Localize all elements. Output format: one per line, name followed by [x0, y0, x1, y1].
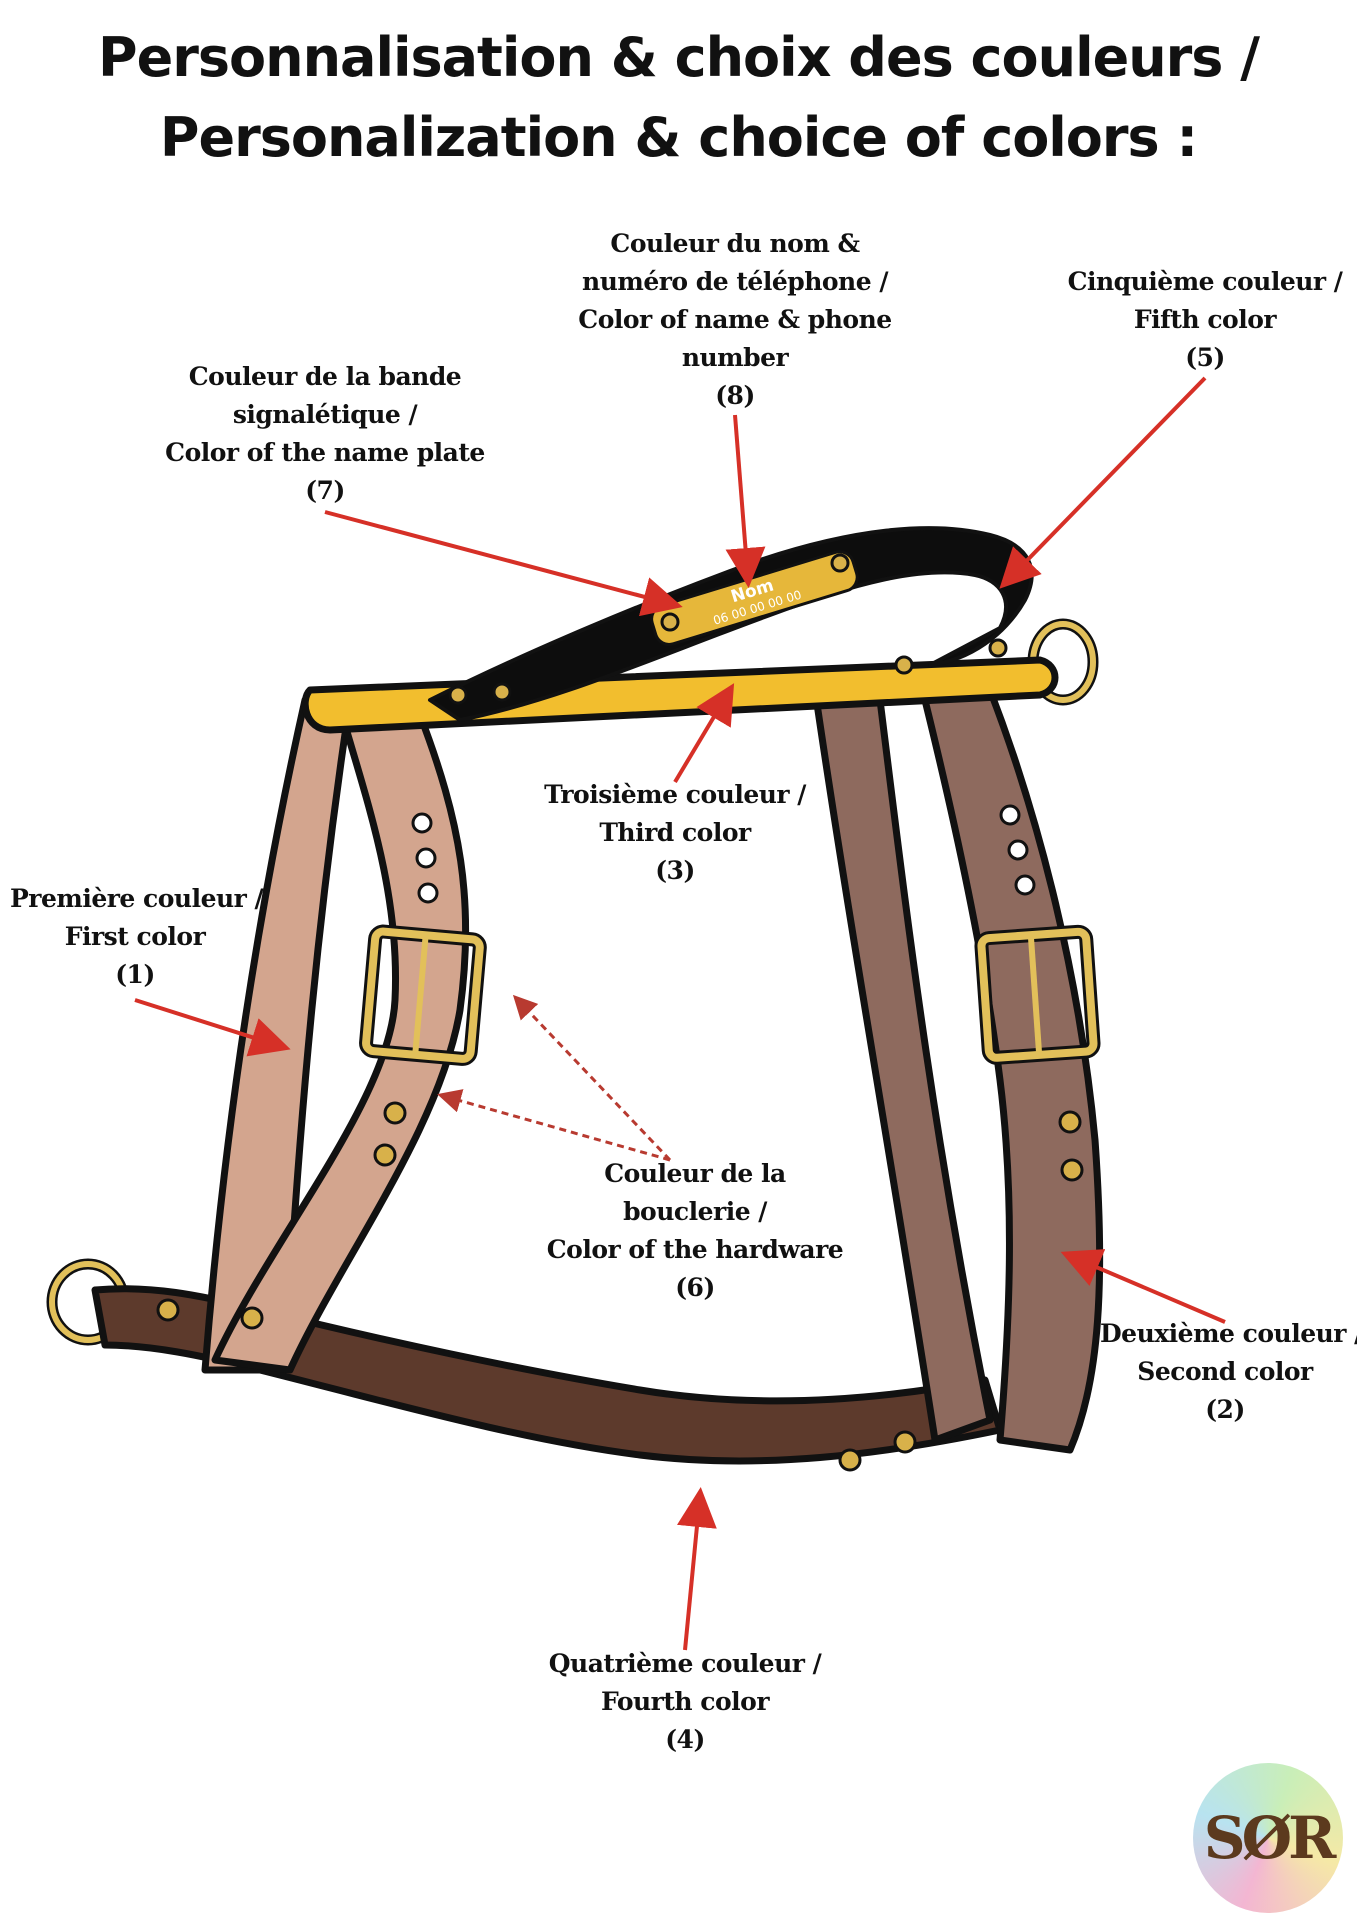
arrow-fifth	[999, 376, 1207, 589]
arrows	[134, 376, 1226, 1651]
title-line-1: Personnalisation & choix des couleurs /	[98, 26, 1260, 89]
label-eighth-number: (8)	[715, 381, 755, 410]
label-fifth-line1: Cinquième couleur /	[1067, 267, 1343, 296]
arrow-fourth	[677, 1487, 717, 1651]
label-eighth-line1: Couleur du nom &	[610, 229, 860, 258]
left-buckle-icon	[359, 924, 487, 1066]
logo-text: SØR	[1203, 1804, 1337, 1872]
arrow-eighth	[725, 414, 766, 588]
arrow-seventh	[324, 510, 683, 617]
label-third: Troisième couleur / Third color (3)	[535, 776, 815, 890]
label-eighth-line2: numéro de téléphone /	[582, 267, 888, 296]
label-fifth-number: (5)	[1185, 343, 1225, 372]
label-seventh-number: (7)	[305, 476, 345, 505]
arrow-first	[134, 998, 291, 1057]
label-second: Deuxième couleur / Second color (2)	[1100, 1315, 1357, 1429]
label-eighth-line4: number	[681, 343, 789, 372]
second-color-strap-back	[811, 686, 994, 1444]
label-first: Première couleur / First color (1)	[10, 880, 264, 994]
label-fourth-line2: Fourth color	[600, 1687, 770, 1716]
label-sixth-line1: Couleur de la	[604, 1159, 786, 1188]
title-line-2: Personalization & choice of colors :	[159, 106, 1198, 169]
label-eighth-line3: Color of name & phone	[578, 305, 892, 334]
right-buckle-icon	[974, 924, 1101, 1065]
dashed-arrows-hardware	[437, 994, 672, 1162]
label-sixth-line2: bouclerie /	[623, 1197, 767, 1226]
label-fourth: Quatrième couleur / Fourth color (4)	[540, 1645, 830, 1759]
label-first-line2: First color	[64, 922, 206, 951]
label-second-line2: Second color	[1137, 1357, 1313, 1386]
label-sixth: Couleur de la bouclerie / Color of the h…	[545, 1155, 845, 1307]
label-fourth-line1: Quatrième couleur /	[548, 1649, 822, 1678]
label-eighth: Couleur du nom & numéro de téléphone / C…	[570, 225, 900, 415]
label-second-line1: Deuxième couleur /	[1100, 1319, 1357, 1348]
label-third-line1: Troisième couleur /	[544, 780, 806, 809]
arrow-second	[1060, 1249, 1226, 1324]
label-fifth-line2: Fifth color	[1133, 305, 1277, 334]
label-seventh-line2: signalétique /	[232, 400, 418, 429]
arrow-sixth-a	[512, 994, 672, 1162]
strap-holes	[411, 804, 1036, 904]
label-fourth-number: (4)	[665, 1725, 705, 1754]
label-sixth-number: (6)	[675, 1273, 715, 1302]
label-third-line2: Third color	[599, 818, 751, 847]
label-first-number: (1)	[115, 960, 155, 989]
label-seventh-line1: Couleur de la bande	[188, 362, 462, 391]
name-plate: Nom 06 00 00 00 00	[650, 550, 859, 646]
label-seventh: Couleur de la bande signalétique / Color…	[160, 358, 490, 510]
label-fifth: Cinquième couleur / Fifth color (5)	[1060, 263, 1350, 377]
label-sixth-line3: Color of the hardware	[546, 1235, 844, 1264]
rivets	[156, 553, 1084, 1472]
label-first-line1: Première couleur /	[10, 884, 264, 913]
arrow-sixth-b	[437, 1089, 671, 1162]
label-seventh-line3: Color of the name plate	[165, 438, 485, 467]
sor-logo-icon: SØR	[1193, 1763, 1343, 1913]
label-third-number: (3)	[655, 856, 695, 885]
page-title: Personnalisation & choix des couleurs / …	[0, 18, 1357, 178]
label-second-number: (2)	[1205, 1395, 1245, 1424]
arrow-third	[673, 683, 735, 784]
